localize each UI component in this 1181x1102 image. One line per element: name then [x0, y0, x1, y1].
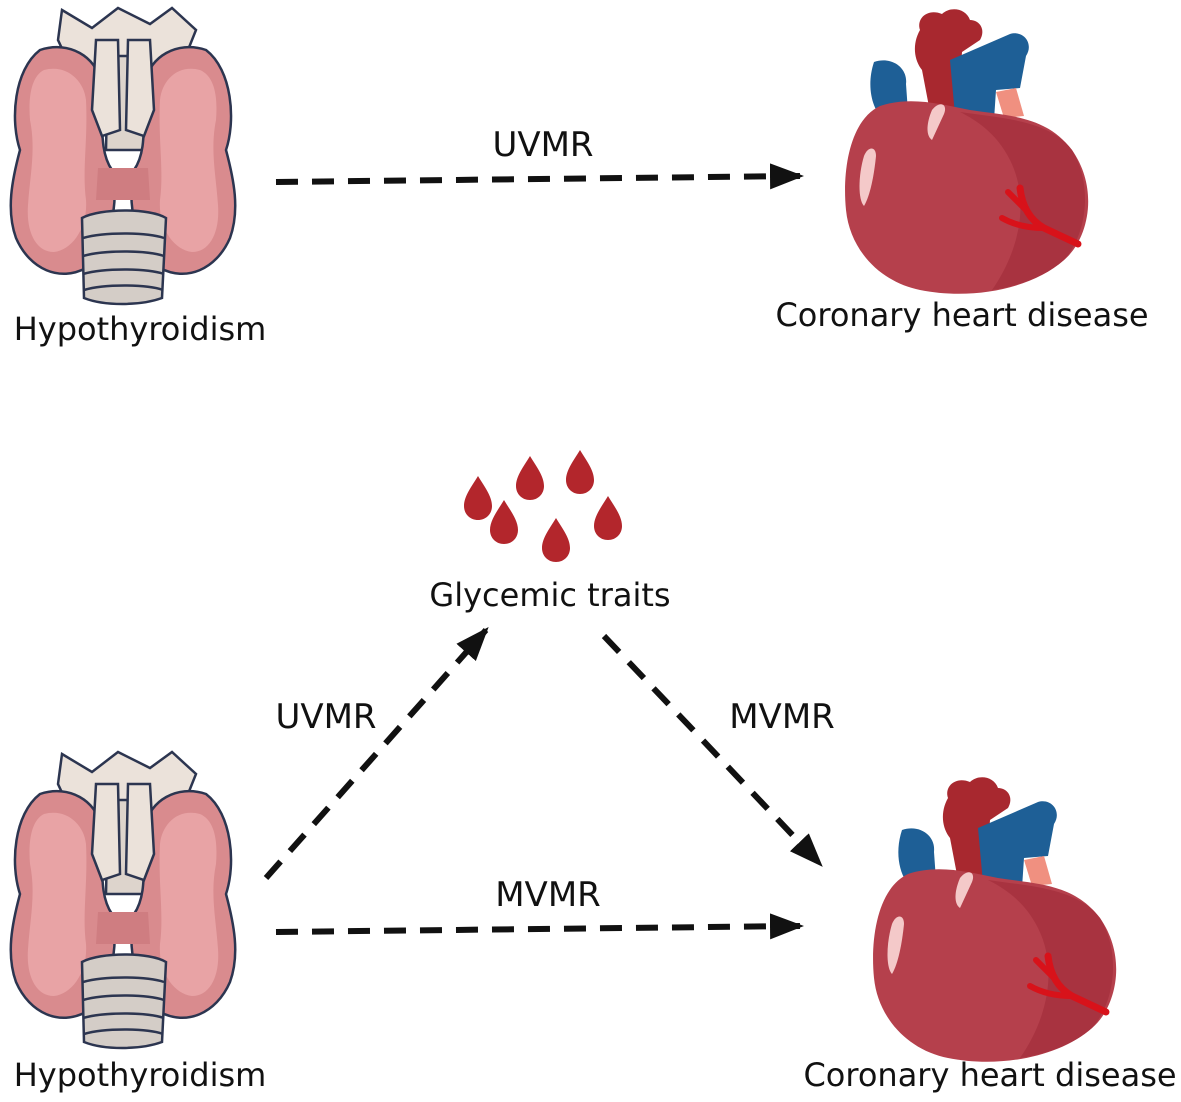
edge-label-uvmr: UVMR	[492, 125, 593, 165]
heart-icon	[873, 777, 1116, 1062]
direct-effect-arrow	[275, 163, 804, 190]
blood-drops-icon	[464, 450, 622, 562]
bottom-panel: Glycemic traits Hypothyroidism Coronary …	[9, 450, 1177, 1094]
thyroid-icon	[9, 750, 237, 1050]
edge-label-exposure-outcome: MVMR	[495, 875, 601, 915]
edge-label-exposure-mediator: UVMR	[275, 697, 376, 737]
mediator-outcome-arrow	[601, 633, 823, 867]
outcome-label: Coronary heart disease	[775, 296, 1148, 334]
edge-label-mediator-outcome: MVMR	[729, 697, 835, 737]
exposure-mediator-arrow	[263, 627, 489, 880]
mediator-label: Glycemic traits	[429, 576, 670, 614]
exposure-label: Hypothyroidism	[14, 310, 267, 348]
exposure-label: Hypothyroidism	[14, 1056, 267, 1094]
outcome-label: Coronary heart disease	[803, 1056, 1176, 1094]
thyroid-icon	[9, 6, 237, 306]
exposure-outcome-arrow	[275, 913, 804, 940]
heart-icon	[845, 9, 1088, 294]
top-panel: Hypothyroidism Coronary heart disease UV…	[9, 6, 1149, 348]
